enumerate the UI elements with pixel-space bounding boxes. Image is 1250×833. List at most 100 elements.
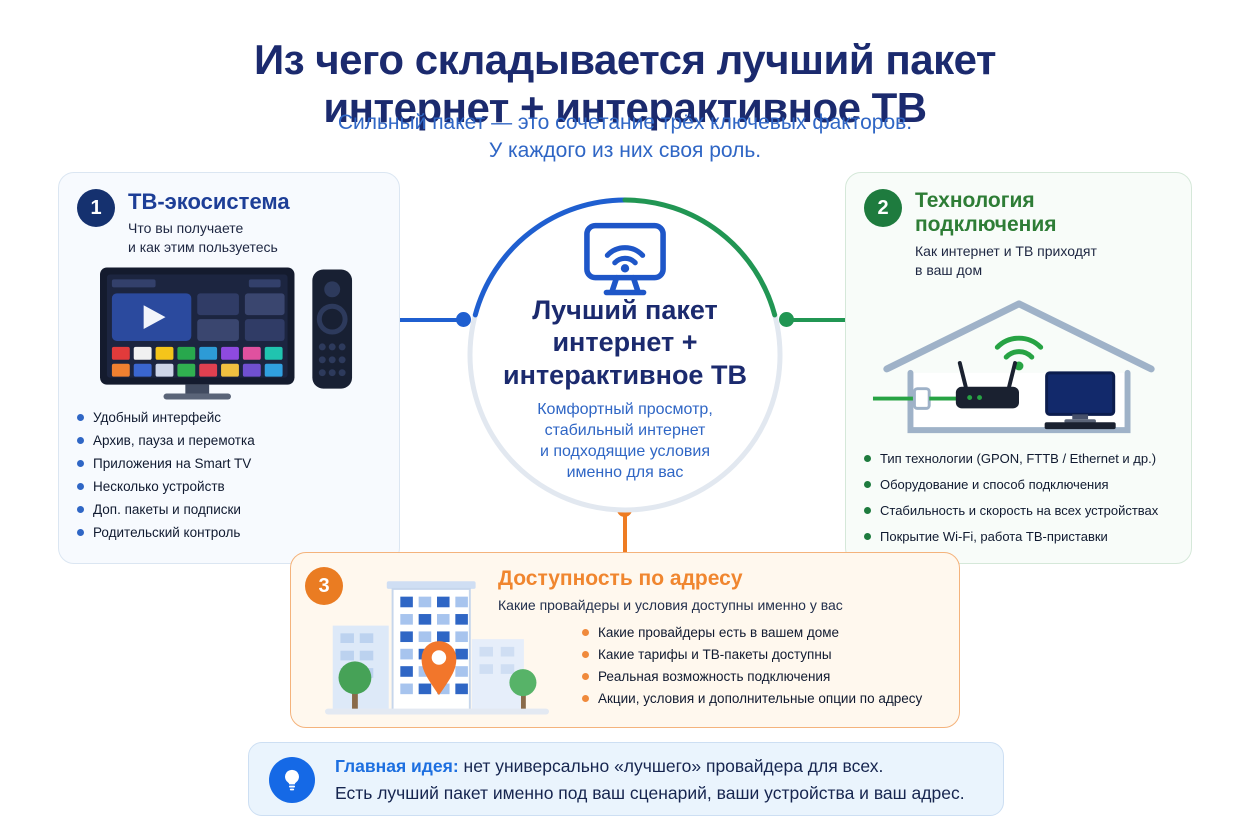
list-item: Родительский контроль: [77, 525, 381, 540]
bullet-dot: [864, 533, 871, 541]
subtitle-line-1: Сильный пакет — это сочетание трёх ключе…: [337, 111, 913, 134]
bullet-dot: [77, 460, 84, 468]
bullet-dot: [582, 673, 589, 681]
bullet-dot: [77, 414, 84, 422]
bullet-dot: [582, 695, 589, 703]
card-eco-title: ТВ-экосистема: [128, 189, 290, 214]
center-circle: [467, 197, 783, 513]
list-item: Приложения на Smart TV: [77, 456, 381, 471]
card-tech-title: Технология подключения: [915, 189, 1097, 237]
bullet-text: Какие провайдеры есть в вашем доме: [598, 625, 840, 641]
bullet-dot: [77, 437, 84, 445]
connector-line-orange: [623, 510, 627, 554]
list-item: Какие тарифы и ТВ-пакеты доступны: [582, 647, 943, 662]
card-tech-subtitle: Как интернет и ТВ приходят в ваш дом: [915, 242, 1097, 280]
bullet-dot: [864, 455, 871, 463]
center-desc-line-2: стабильный интернет: [544, 422, 706, 440]
card-eco-header: 1 ТВ-экосистема Что вы получаете и как э…: [77, 189, 381, 257]
bullet-text: Какие тарифы и ТВ-пакеты доступны: [598, 647, 832, 663]
card-tech-heading: Технология подключения Как интернет и ТВ…: [915, 189, 1097, 280]
card-eco-bullet-list: Удобный интерфейс Архив, пауза и перемот…: [77, 410, 381, 540]
bullet-text: Приложения на Smart TV: [93, 456, 252, 472]
bullet-text: Покрытие Wi-Fi, работа ТВ-приставки: [880, 529, 1108, 545]
connector-dot-blue: [456, 312, 471, 327]
center-description: Комфортный просмотр, стабильный интернет…: [475, 399, 775, 483]
center-desc-line-1: Комфортный просмотр,: [537, 401, 713, 418]
bullet-dot: [582, 629, 589, 637]
card-address-availability: 3 Доступность по адресу: [290, 552, 960, 728]
bullet-text: Архив, пауза и перемотка: [93, 433, 255, 449]
card-tech-bullet-list: Тип технологии (GPON, FTTB / Ethernet и …: [864, 451, 1173, 544]
card-number-badge: 3: [305, 567, 343, 605]
list-item: Удобный интерфейс: [77, 410, 381, 425]
list-item: Тип технологии (GPON, FTTB / Ethernet и …: [864, 451, 1173, 466]
bullet-dot: [582, 651, 589, 659]
card-number-badge: 1: [77, 189, 115, 227]
connector-dot-green: [779, 312, 794, 327]
card-tv-ecosystem: 1 ТВ-экосистема Что вы получаете и как э…: [58, 172, 400, 564]
bullet-text: Тип технологии (GPON, FTTB / Ethernet и …: [880, 451, 1157, 467]
subtitle-line-2: У каждого из них своя роль.: [488, 138, 762, 162]
card-tech-header: 2 Технология подключения Как интернет и …: [864, 189, 1173, 280]
list-item: Доп. пакеты и подписки: [77, 502, 381, 517]
building-illustration: [325, 581, 549, 715]
idea-label: Главная идея:: [335, 756, 459, 776]
card-connection-technology: 2 Технология подключения Как интернет и …: [845, 172, 1192, 564]
card-addr-title: Доступность по адресу: [498, 567, 743, 590]
title-line-1: Из чего складывается лучший пакет: [254, 36, 996, 84]
bullet-dot: [77, 529, 84, 537]
house-illustration: [872, 300, 1155, 434]
card-eco-heading: ТВ-экосистема Что вы получаете и как эти…: [128, 189, 290, 257]
lightbulb-icon-wrap: [269, 757, 315, 803]
card-number-badge: 2: [864, 189, 902, 227]
card-tech-title-line-1: Технология: [915, 189, 1035, 212]
bullet-text: Удобный интерфейс: [93, 410, 222, 426]
card-addr-text: Доступность по адресу Какие провайдеры и…: [498, 567, 943, 713]
card-eco-sub-line-1: Что вы получаете: [128, 220, 244, 237]
tv-illustration: [100, 267, 353, 400]
bullet-dot: [864, 507, 871, 515]
page-title: Из чего складывается лучший пакет интерн…: [0, 36, 1250, 131]
idea-line-1: Главная идея: нет универсально «лучшего»…: [335, 753, 965, 780]
bullet-text: Акции, условия и дополнительные опции по…: [598, 691, 923, 707]
list-item: Несколько устройств: [77, 479, 381, 494]
center-title-line-3: интерактивное ТВ: [503, 359, 747, 390]
main-idea-bar: Главная идея: нет универсально «лучшего»…: [248, 742, 1004, 816]
center-desc-line-3: и подходящие условия: [539, 443, 711, 461]
list-item: Оборудование и способ подключения: [864, 477, 1173, 492]
page-subtitle: Сильный пакет — это сочетание трёх ключе…: [0, 109, 1250, 164]
tv-wifi-icon: [584, 222, 666, 296]
list-item: Стабильность и скорость на всех устройст…: [864, 503, 1173, 518]
card-eco-sub-line-2: и как этим пользуетесь: [128, 239, 278, 256]
bullet-text: Стабильность и скорость на всех устройст…: [880, 503, 1159, 519]
list-item: Какие провайдеры есть в вашем доме: [582, 625, 943, 640]
bullet-text: Реальная возможность подключения: [598, 669, 831, 685]
center-desc-line-4: именно для вас: [566, 464, 684, 482]
bullet-text: Доп. пакеты и подписки: [93, 502, 241, 518]
idea-text-line-1: нет универсально «лучшего» провайдера дл…: [463, 756, 884, 776]
bullet-text: Родительский контроль: [93, 525, 241, 541]
list-item: Архив, пауза и перемотка: [77, 433, 381, 448]
list-item: Реальная возможность подключения: [582, 669, 943, 684]
bullet-text: Несколько устройств: [93, 479, 225, 495]
connector-line-blue: [400, 318, 462, 322]
lightbulb-icon: [284, 769, 300, 791]
list-item: Покрытие Wi-Fi, работа ТВ-приставки: [864, 529, 1173, 544]
bullet-dot: [77, 506, 84, 514]
title-line-2: интернет + интерактивное ТВ: [323, 83, 927, 131]
card-addr-subtitle: Какие провайдеры и условия доступны имен…: [498, 597, 843, 614]
center-title-line-2: интернет +: [552, 327, 698, 358]
card-tech-sub-line-2: в ваш дом: [915, 262, 983, 279]
bullet-dot: [864, 481, 871, 489]
bullet-dot: [77, 483, 84, 491]
card-addr-bullet-list: Какие провайдеры есть в вашем доме Какие…: [582, 625, 943, 706]
idea-line-2: Есть лучший пакет именно под ваш сценари…: [335, 783, 965, 804]
center-title-line-1: Лучший пакет: [532, 295, 718, 325]
connector-line-green: [788, 318, 846, 322]
main-idea-text: Главная идея: нет универсально «лучшего»…: [335, 753, 965, 807]
center-title: Лучший пакет интернет + интерактивное ТВ: [465, 294, 785, 391]
bullet-text: Оборудование и способ подключения: [880, 477, 1109, 493]
card-tech-sub-line-1: Как интернет и ТВ приходят: [915, 243, 1097, 260]
list-item: Акции, условия и дополнительные опции по…: [582, 691, 943, 706]
